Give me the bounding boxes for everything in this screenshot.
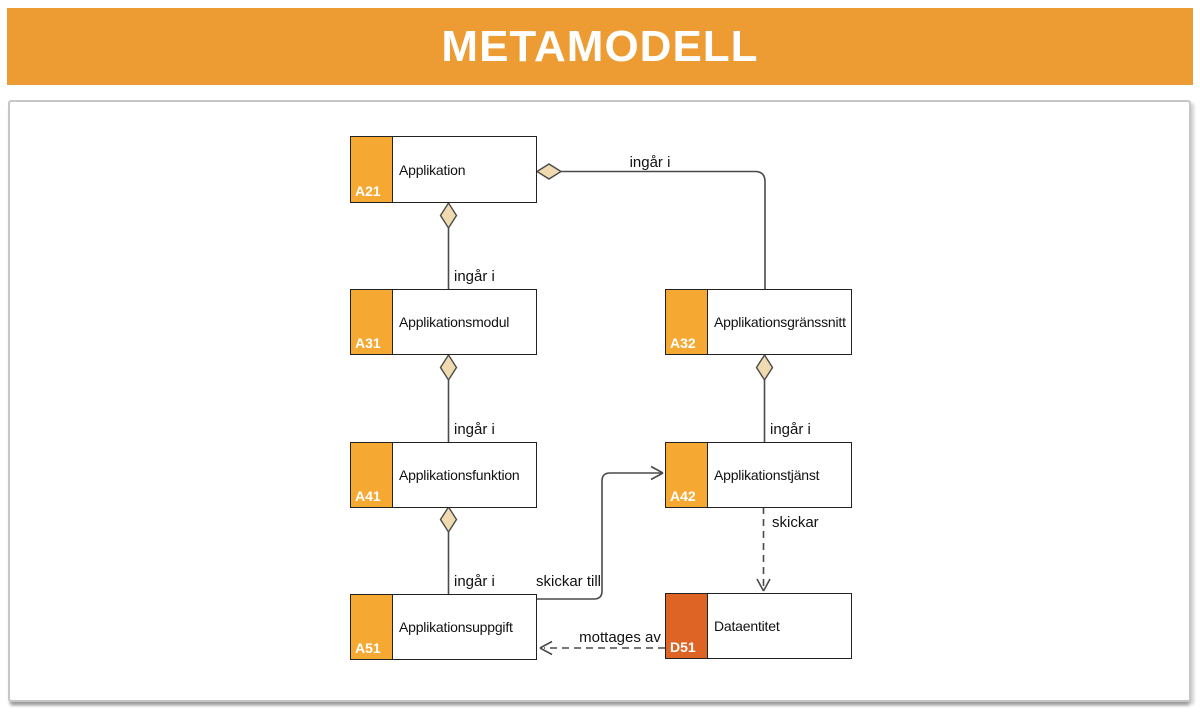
edge-label-ingar-i: ingår i xyxy=(454,573,495,590)
node-dataentitet: D51 Dataentitet xyxy=(665,593,852,659)
node-code: D51 xyxy=(670,639,696,655)
edge-label-mottages-av: mottages av xyxy=(579,629,661,646)
node-label: Applikationsmodul xyxy=(399,314,510,330)
node-code-stripe: A31 xyxy=(351,290,393,354)
edge-label-ingar-i: ingår i xyxy=(454,421,495,438)
node-applikationsgranssnitt: A32 Applikationsgränssnitt xyxy=(665,289,852,355)
node-applikationsuppgift: A51 Applikationsuppgift xyxy=(350,594,537,660)
node-code-stripe: A21 xyxy=(351,137,393,202)
node-applikationsfunktion: A41 Applikationsfunktion xyxy=(350,442,537,508)
node-label: Applikationsfunktion xyxy=(399,467,520,483)
edge-label-skickar-till: skickar till xyxy=(536,573,602,590)
node-applikationsmodul: A31 Applikationsmodul xyxy=(350,289,537,355)
node-applikation: A21 Applikation xyxy=(350,136,537,203)
diagram-panel xyxy=(8,100,1191,702)
node-label: Applikationsgränssnitt xyxy=(714,314,846,330)
node-code: A42 xyxy=(670,488,696,504)
node-code-stripe: A32 xyxy=(666,290,708,354)
node-label: Dataentitet xyxy=(714,618,780,634)
edge-label-ingar-i: ingår i xyxy=(629,154,671,171)
node-code: A31 xyxy=(355,335,381,351)
node-label: Applikation xyxy=(399,161,466,178)
node-label: Applikationsuppgift xyxy=(399,619,513,635)
page-title: METAMODELL xyxy=(441,21,759,71)
node-applikationstjanst: A42 Applikationstjänst xyxy=(665,442,852,508)
node-code: A21 xyxy=(355,183,381,199)
node-code-stripe: A51 xyxy=(351,595,393,659)
node-code-stripe: D51 xyxy=(666,594,708,658)
edge-label-ingar-i: ingår i xyxy=(454,268,495,285)
node-code: A41 xyxy=(355,488,381,504)
node-code: A51 xyxy=(355,640,381,656)
edge-label-ingar-i: ingår i xyxy=(770,421,811,438)
title-banner: METAMODELL xyxy=(7,8,1193,85)
node-code-stripe: A42 xyxy=(666,443,708,507)
node-label: Applikationstjänst xyxy=(714,467,820,483)
node-code-stripe: A41 xyxy=(351,443,393,507)
node-code: A32 xyxy=(670,335,696,351)
edge-label-skickar: skickar xyxy=(772,514,819,531)
